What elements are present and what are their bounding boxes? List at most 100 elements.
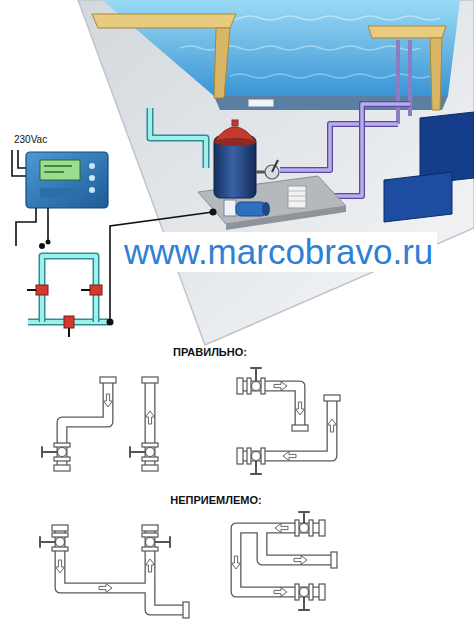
valve-handle bbox=[68, 328, 70, 337]
flow-arrow bbox=[146, 559, 155, 572]
ball-valve bbox=[142, 533, 158, 551]
filter-lid bbox=[214, 138, 256, 146]
pipe bbox=[62, 380, 108, 468]
valve-handle bbox=[155, 541, 170, 543]
correct-layout-a bbox=[42, 377, 158, 471]
connection-line bbox=[110, 212, 213, 322]
union-fitting bbox=[100, 377, 116, 383]
power-wire bbox=[12, 150, 26, 176]
wrong-layout-a bbox=[40, 525, 189, 618]
valve-handle bbox=[40, 541, 55, 543]
suction-pipe bbox=[150, 108, 206, 168]
union-fitting bbox=[319, 520, 325, 536]
return-pipe bbox=[280, 124, 398, 170]
return-pipe bbox=[280, 124, 398, 170]
voltage-label: 230Vac bbox=[14, 134, 47, 146]
multiport-valve bbox=[256, 171, 265, 174]
flow-arrow bbox=[146, 411, 155, 424]
flow-arrow bbox=[99, 584, 112, 593]
valve-handle bbox=[42, 451, 57, 453]
pool-coping bbox=[368, 26, 446, 38]
valve-handle bbox=[129, 447, 131, 457]
control-button bbox=[89, 163, 95, 169]
flow-arrow bbox=[104, 394, 113, 407]
union-fitting bbox=[237, 448, 243, 464]
flow-arrow bbox=[56, 560, 65, 573]
heater bbox=[288, 186, 306, 208]
probe bbox=[46, 240, 51, 245]
valve-handle bbox=[39, 537, 41, 547]
multiport-valve bbox=[272, 160, 278, 172]
union-fitting bbox=[324, 395, 340, 401]
ball-valve bbox=[54, 443, 70, 461]
pool-coping bbox=[92, 14, 236, 28]
connection-dot bbox=[107, 319, 114, 326]
control-unit bbox=[26, 152, 108, 208]
ball-valve bbox=[142, 443, 158, 461]
union-fitting bbox=[54, 465, 70, 471]
control-display bbox=[40, 160, 80, 180]
ball-valve bbox=[295, 520, 313, 536]
skimmer bbox=[248, 99, 274, 107]
valve-handle bbox=[251, 473, 261, 475]
valve-handle bbox=[169, 537, 171, 547]
power-wire bbox=[18, 150, 26, 168]
bypass-valve bbox=[64, 316, 74, 328]
wrong-layout-b bbox=[232, 512, 338, 610]
pipe bbox=[60, 530, 150, 588]
pipe bbox=[240, 398, 332, 456]
control-display bbox=[44, 171, 64, 173]
valve-handle bbox=[255, 368, 257, 381]
union-fitting bbox=[142, 377, 158, 383]
connection-dot bbox=[210, 209, 217, 216]
pump bbox=[236, 202, 266, 216]
valve-handle bbox=[303, 597, 305, 610]
sand-filter bbox=[214, 136, 256, 198]
flow-arrow bbox=[232, 556, 241, 569]
valve-handle bbox=[130, 451, 145, 453]
valve-handle bbox=[299, 511, 309, 513]
pump-strainer bbox=[224, 200, 236, 216]
flow-arrow bbox=[274, 588, 287, 597]
union-fitting bbox=[331, 552, 337, 568]
filter-lid bbox=[232, 120, 238, 126]
filter-equipment bbox=[198, 120, 346, 230]
flow-arrow bbox=[274, 382, 287, 391]
valve-handle bbox=[251, 367, 261, 369]
valve-handle bbox=[255, 461, 257, 474]
valve-handle bbox=[27, 289, 36, 291]
suction-pipe bbox=[150, 108, 206, 168]
flow-arrow bbox=[294, 556, 307, 565]
heater bbox=[288, 191, 306, 192]
pump bbox=[262, 202, 270, 216]
pool-coping bbox=[214, 28, 230, 98]
ground-section bbox=[78, 0, 474, 345]
bypass-valve bbox=[90, 285, 102, 295]
union-fitting bbox=[183, 602, 189, 618]
ball-valve bbox=[295, 584, 313, 600]
pipe bbox=[150, 588, 186, 610]
pipe bbox=[240, 398, 332, 456]
control-button bbox=[89, 175, 95, 181]
control-display bbox=[44, 165, 72, 167]
ball-valve bbox=[247, 448, 265, 464]
controller bbox=[12, 150, 108, 246]
heater bbox=[288, 201, 306, 202]
union-fitting bbox=[292, 425, 308, 431]
pipe bbox=[60, 530, 150, 588]
bypass-pipe bbox=[42, 256, 96, 322]
probe bbox=[39, 243, 45, 249]
valve-handle bbox=[303, 512, 305, 523]
ball-valve bbox=[52, 533, 68, 551]
bypass-pipe bbox=[42, 256, 96, 322]
bypass-assembly bbox=[27, 209, 217, 338]
flow-arrow bbox=[328, 419, 337, 432]
correct-layout-b bbox=[237, 368, 340, 474]
flow-arrow bbox=[283, 452, 296, 461]
pool-coping bbox=[430, 38, 442, 110]
pipe bbox=[62, 380, 108, 468]
union-fitting bbox=[52, 525, 68, 531]
ball-valve bbox=[247, 378, 265, 394]
